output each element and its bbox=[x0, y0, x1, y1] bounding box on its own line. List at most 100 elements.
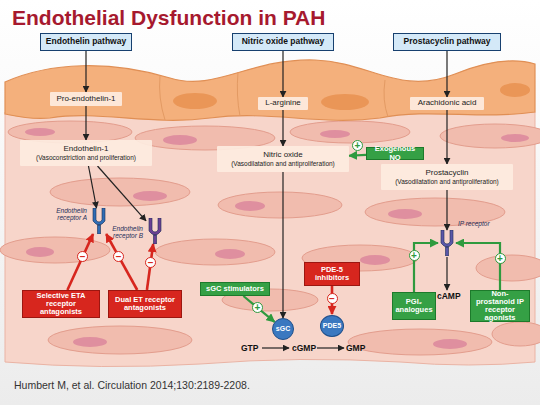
cell-nucleus bbox=[388, 209, 422, 219]
cell-nucleus bbox=[235, 201, 265, 211]
effect-sign: − bbox=[145, 257, 156, 268]
node-text: (Vasodilatation and antiproliferation) bbox=[231, 160, 335, 167]
node-text: (Vasodilatation and antiproliferation) bbox=[395, 178, 499, 185]
antagonist-box: Selective ETA receptor antagonists bbox=[22, 290, 100, 318]
pathway-box: Prostacyclin pathway bbox=[393, 33, 501, 51]
antagonist-box: Dual ET receptor antagonists bbox=[108, 290, 182, 318]
receptor-node: Endothelin receptor A bbox=[90, 208, 108, 234]
node-text: PDE-5 inhibitors bbox=[307, 266, 357, 283]
receptor-symbol bbox=[146, 218, 164, 244]
molecule-box: Nitric oxide(Vasodilatation and antiprol… bbox=[217, 146, 349, 172]
slide-title: Endothelial Dysfunction in PAH bbox=[12, 6, 325, 30]
node-text: Nitric oxide bbox=[263, 151, 303, 160]
cell-junction bbox=[237, 72, 240, 116]
smooth-muscle-cell bbox=[155, 239, 275, 265]
receptor-shape bbox=[149, 218, 161, 244]
agonist-box: Exogenous NO bbox=[366, 147, 424, 160]
effect-sign: + bbox=[495, 253, 506, 264]
node-text: Endothelin receptor A bbox=[37, 208, 87, 222]
smooth-muscle-cell bbox=[476, 255, 540, 281]
connector-arrow bbox=[282, 110, 283, 146]
effect-sign: − bbox=[77, 251, 88, 262]
molecule-label: GMP bbox=[346, 343, 365, 353]
connector-arrow bbox=[446, 190, 447, 230]
molecule-box: Arachidonic acid bbox=[410, 97, 484, 110]
pathway-box: Nitric oxide pathway bbox=[232, 33, 334, 51]
smooth-muscle-cell bbox=[492, 322, 540, 346]
citation-caption: Humbert M, et al. Circulation 2014;130:2… bbox=[14, 379, 250, 391]
cell-junction bbox=[160, 76, 165, 120]
connector-arrow bbox=[67, 234, 93, 290]
node-text: Arachidonic acid bbox=[418, 99, 477, 108]
agonist-box: Non-prostanoid IP receptor agonists bbox=[470, 290, 530, 322]
cell-nucleus bbox=[501, 134, 529, 142]
node-text: Exogenous NO bbox=[369, 145, 421, 162]
node-text: PGI₂ analogues bbox=[395, 298, 433, 315]
node-text: sGC stimulators bbox=[206, 285, 264, 293]
smooth-muscle-cell bbox=[218, 192, 342, 218]
smooth-muscle-cell bbox=[290, 121, 410, 143]
connector-arrow bbox=[243, 296, 274, 322]
connector-arrow bbox=[282, 51, 283, 97]
cell-junction bbox=[384, 80, 388, 117]
connector-arrow bbox=[349, 154, 366, 157]
smooth-muscle-cell bbox=[440, 124, 540, 148]
connector-arrow bbox=[446, 51, 447, 97]
enzyme-circle: sGC bbox=[272, 318, 294, 340]
node-text: (Vasoconstriction and proliferation) bbox=[36, 154, 136, 161]
cell-nucleus bbox=[215, 249, 245, 259]
reaction-arrow bbox=[446, 257, 447, 290]
agonist-box: sGC stimulators bbox=[200, 282, 270, 296]
node-text: Selective ETA receptor antagonists bbox=[25, 292, 97, 317]
node-text: IP receptor bbox=[458, 221, 490, 228]
receptor-symbol bbox=[438, 230, 456, 256]
reaction-arrow bbox=[262, 347, 289, 348]
antagonist-box: PDE-5 inhibitors bbox=[304, 262, 360, 286]
connector-arrow bbox=[446, 110, 447, 164]
node-text: Prostacyclin bbox=[425, 169, 468, 178]
effect-sign: + bbox=[409, 250, 420, 261]
connector-arrow bbox=[85, 51, 86, 92]
effect-sign: − bbox=[327, 293, 338, 304]
cell-nucleus bbox=[320, 130, 350, 138]
effect-sign: + bbox=[352, 140, 363, 151]
smooth-muscle-cell bbox=[348, 329, 492, 355]
effect-sign: + bbox=[252, 302, 263, 313]
molecule-label: cGMP bbox=[292, 343, 316, 353]
cell-nucleus bbox=[133, 191, 167, 201]
endothelial-layer bbox=[5, 60, 535, 120]
cell-nucleus bbox=[25, 128, 55, 136]
node-text: Prostacyclin pathway bbox=[404, 37, 491, 46]
receptor-symbol bbox=[90, 208, 108, 234]
connector-arrow bbox=[282, 172, 283, 318]
molecule-box: L-arginine bbox=[258, 97, 308, 110]
molecule-box: Prostacyclin(Vasodilatation and antiprol… bbox=[381, 164, 513, 190]
node-text: sGC bbox=[276, 325, 290, 333]
cell-nucleus bbox=[163, 135, 197, 145]
receptor-shape bbox=[93, 208, 105, 234]
smooth-muscle-cell bbox=[48, 326, 192, 354]
cell-nucleus bbox=[173, 93, 217, 109]
node-text: Endothelin-1 bbox=[64, 145, 109, 154]
cell-nucleus bbox=[321, 94, 369, 110]
reaction-arrow bbox=[317, 347, 344, 348]
enzyme-circle: PDE5 bbox=[320, 315, 344, 337]
molecule-box: Endothelin-1(Vasoconstriction and prolif… bbox=[20, 140, 152, 166]
cell-nucleus bbox=[360, 255, 390, 265]
molecule-label: cAMP bbox=[437, 291, 461, 301]
node-text: Endothelin pathway bbox=[46, 37, 126, 46]
receptor-node: IP receptor bbox=[438, 230, 456, 256]
agonist-box: PGI₂ analogues bbox=[392, 292, 436, 320]
node-text: Dual ET receptor antagonists bbox=[111, 296, 179, 313]
connector-arrow bbox=[106, 234, 137, 290]
node-text: PDE5 bbox=[323, 322, 341, 330]
connector-arrow bbox=[88, 166, 96, 208]
smooth-muscle-cell bbox=[50, 178, 190, 206]
cell-nucleus bbox=[26, 247, 54, 257]
node-text: Non-prostanoid IP receptor agonists bbox=[473, 290, 527, 323]
connector-arrow bbox=[456, 243, 500, 290]
